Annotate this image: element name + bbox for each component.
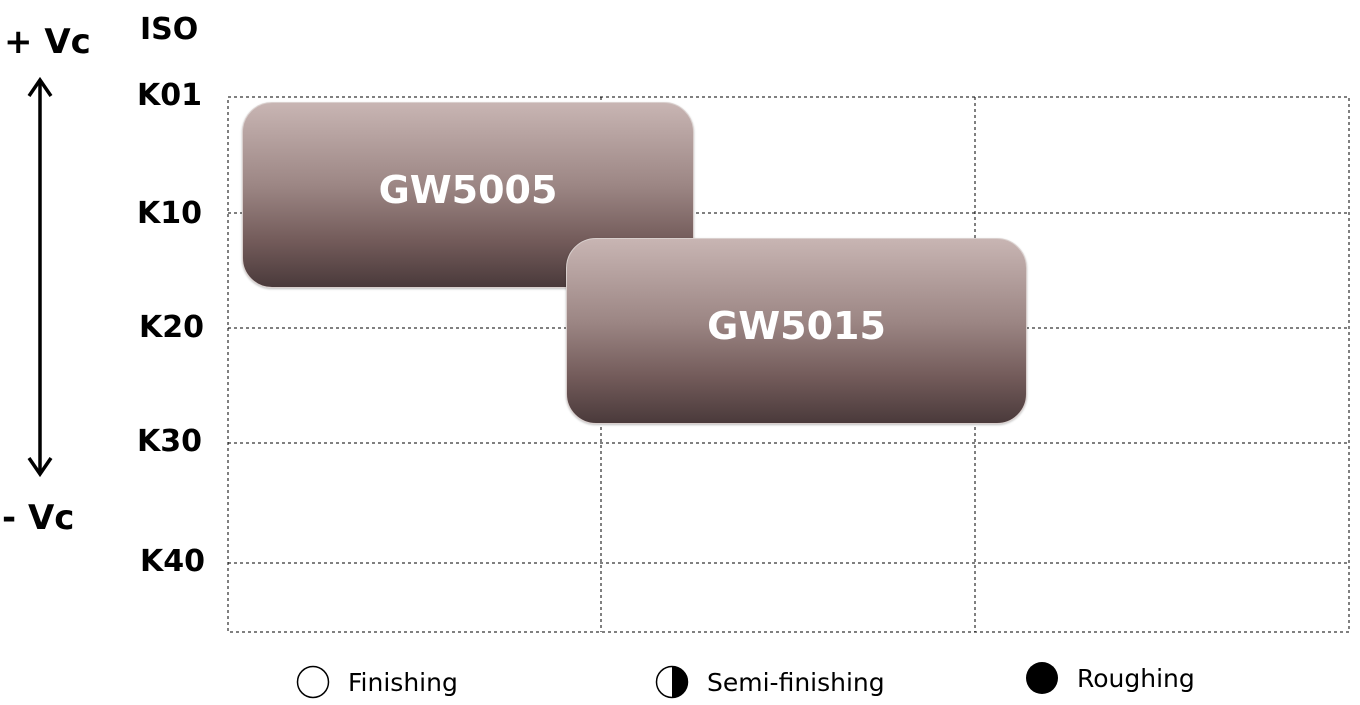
iso-grade-label: K40 <box>140 544 205 579</box>
legend-item-semi-finishing: Semi-finishing <box>655 665 885 699</box>
empty-circle-icon <box>296 665 330 699</box>
grade-name: GW5015 <box>707 304 886 348</box>
legend-item-finishing: Finishing <box>296 665 458 699</box>
grade-box-gw5015: GW5015 <box>566 238 1027 424</box>
arrow-down-icon <box>27 457 53 478</box>
grade-name: GW5005 <box>378 168 558 212</box>
filled-circle-icon <box>1026 662 1058 694</box>
iso-grade-label: K10 <box>137 196 202 231</box>
iso-grade-label: K01 <box>137 78 202 113</box>
iso-header: ISO <box>140 12 199 47</box>
legend-label: Roughing <box>1077 663 1195 693</box>
iso-grade-label: K20 <box>139 310 204 345</box>
half-filled-circle-icon <box>655 665 689 699</box>
legend-label: Semi-finishing <box>707 667 885 697</box>
minus-vc-label: - Vc <box>2 498 75 538</box>
plus-vc-label: + Vc <box>4 22 91 62</box>
legend-label: Finishing <box>348 667 458 697</box>
iso-grade-label: K30 <box>137 424 202 459</box>
arrow-up-icon <box>27 76 53 97</box>
legend-item-roughing: Roughing <box>1025 661 1195 695</box>
